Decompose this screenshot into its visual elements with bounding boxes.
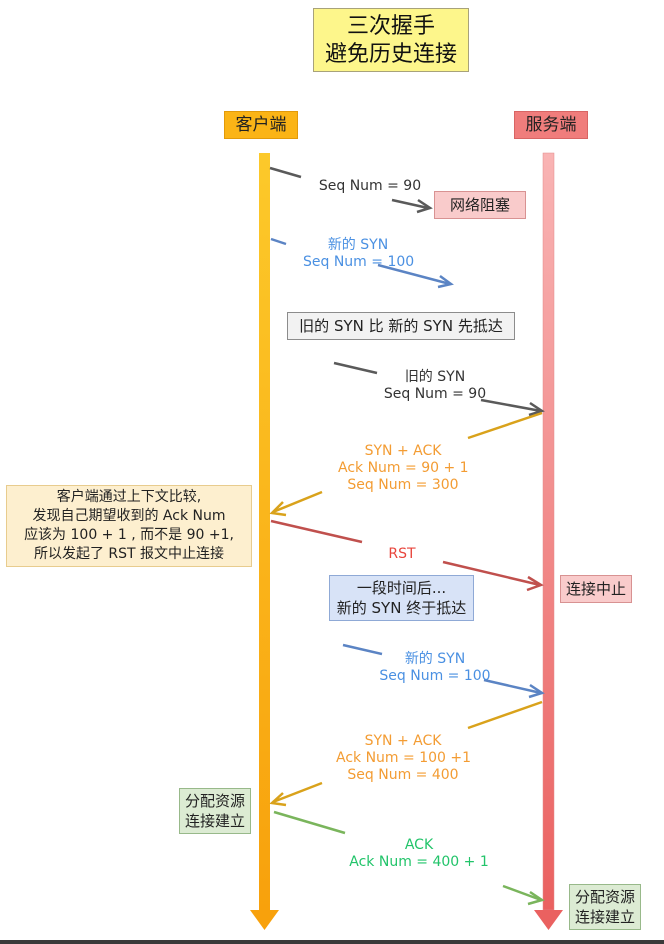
- old-syn-arrive-title: 旧的 SYN: [404, 369, 466, 385]
- client-lifeline: [250, 153, 279, 930]
- synack-new-head-line: [272, 781, 323, 804]
- synack-old-head-line: [272, 490, 323, 514]
- ack-tail: [273, 810, 346, 835]
- client-established-line-1: 分配资源: [184, 792, 245, 810]
- synack-old-title: SYN + ACK: [364, 443, 442, 459]
- rst-tail: [270, 519, 363, 544]
- old-syn-arrive-tail: [333, 361, 378, 375]
- bottom-border: [0, 940, 664, 944]
- ack-num: Ack Num = 400 + 1: [349, 854, 489, 870]
- later-note: 一段时间后... 新的 SYN 终于抵达: [329, 575, 474, 621]
- server-lifeline-bar: [542, 152, 555, 911]
- server-established-note: 分配资源 连接建立: [569, 884, 641, 930]
- new-syn-arrive-title: 新的 SYN: [404, 651, 466, 667]
- server-lifeline: [534, 152, 563, 930]
- new-syn-arrive-arrow: [342, 643, 545, 699]
- synack-new-title: SYN + ACK: [364, 733, 442, 749]
- synack-new-arrowhead: [269, 792, 287, 807]
- new-syn-arrow-tail: [270, 237, 287, 246]
- synack-new-seq: Seq Num = 400: [347, 767, 459, 783]
- rst-arrow: [270, 519, 544, 592]
- synack-new-arrow: [269, 700, 543, 807]
- synack-old-tail: [467, 411, 543, 440]
- abort-note: 连接中止: [560, 575, 632, 603]
- client-lane-header: 客户端: [224, 111, 298, 139]
- new-syn-arrowhead: [437, 274, 454, 289]
- new-syn-sent-title: 新的 SYN: [327, 237, 389, 253]
- new-syn-arrive-head-line: [483, 678, 542, 695]
- client-lifeline-arrowhead: [250, 910, 279, 930]
- synack-new-ack: Ack Num = 100 +1: [336, 750, 472, 766]
- old-syn-arrow-tail: [269, 166, 302, 179]
- ack-label: ACK Ack Num = 400 + 1: [348, 837, 490, 871]
- old-syn-arrow: [269, 166, 433, 214]
- client-established-line-2: 连接建立: [184, 812, 245, 830]
- server-established-line-1: 分配资源: [574, 888, 635, 906]
- diagram-title: 三次握手 避免历史连接: [313, 8, 469, 72]
- old-syn-seq: Seq Num = 90: [318, 178, 422, 194]
- old-syn-arrive-arrowhead: [528, 401, 545, 417]
- new-syn-arrow-head-line: [377, 263, 451, 286]
- client-reason-line-2: 发现自己期望收到的 Ack Num: [32, 508, 226, 524]
- new-syn-sent-seq: Seq Num = 100: [303, 254, 415, 270]
- server-lane-header: 服务端: [514, 111, 588, 139]
- ack-title: ACK: [404, 837, 434, 853]
- ack-head-line: [502, 884, 542, 902]
- server-lifeline-arrowhead: [534, 910, 563, 930]
- new-syn-sent-label: 新的 SYN Seq Num = 100: [303, 237, 415, 271]
- client-lifeline-bar: [259, 153, 270, 910]
- client-reason-line-4: 所以发起了 RST 报文中止连接: [33, 546, 225, 562]
- rst-arrowhead: [526, 575, 544, 592]
- ack-arrowhead: [527, 890, 545, 906]
- client-reason-note: 客户端通过上下文比较, 发现自己期望收到的 Ack Num 应该为 100 + …: [6, 485, 252, 567]
- synack-old-arrow: [269, 411, 543, 517]
- new-syn-arrive-label: 新的 SYN Seq Num = 100: [378, 651, 492, 685]
- new-syn-arrow: [270, 237, 454, 289]
- new-syn-arrive-seq: Seq Num = 100: [379, 668, 491, 684]
- synack-old-ack: Ack Num = 90 + 1: [338, 460, 469, 476]
- ack-arrow: [273, 810, 545, 906]
- later-line-2: 新的 SYN 终于抵达: [336, 599, 467, 617]
- old-first-note: 旧的 SYN 比 新的 SYN 先抵达: [287, 312, 515, 340]
- network-blocked-note: 网络阻塞: [434, 191, 526, 219]
- synack-old-label: SYN + ACK Ack Num = 90 + 1 Seq Num = 300: [338, 443, 469, 494]
- later-line-1: 一段时间后...: [356, 579, 447, 597]
- client-established-note: 分配资源 连接建立: [179, 788, 251, 834]
- new-syn-arrive-tail: [342, 643, 383, 656]
- old-syn-arrive-seq: Seq Num = 90: [383, 386, 487, 402]
- synack-new-tail: [467, 700, 543, 730]
- old-syn-arrowhead: [416, 198, 433, 214]
- old-syn-arrive-head-line: [480, 398, 542, 413]
- old-syn-sent-label: Seq Num = 90: [318, 178, 422, 195]
- title-line-2: 避免历史连接: [324, 42, 457, 67]
- rst-head-line: [442, 560, 541, 587]
- title-line-1: 三次握手: [346, 14, 435, 39]
- server-established-line-2: 连接建立: [574, 908, 635, 926]
- client-reason-line-1: 客户端通过上下文比较,: [56, 489, 202, 505]
- synack-new-label: SYN + ACK Ack Num = 100 +1 Seq Num = 400: [336, 733, 472, 784]
- old-syn-arrive-label: 旧的 SYN Seq Num = 90: [380, 369, 490, 403]
- synack-old-arrowhead: [269, 501, 287, 517]
- old-syn-arrive-arrow: [333, 361, 545, 417]
- new-syn-arrive-arrowhead: [528, 683, 545, 699]
- client-reason-line-3: 应该为 100 + 1 , 而不是 90 +1,: [24, 527, 234, 543]
- rst-label: RST: [388, 546, 416, 562]
- synack-old-seq: Seq Num = 300: [347, 477, 459, 493]
- old-syn-arrow-head-line: [391, 198, 429, 210]
